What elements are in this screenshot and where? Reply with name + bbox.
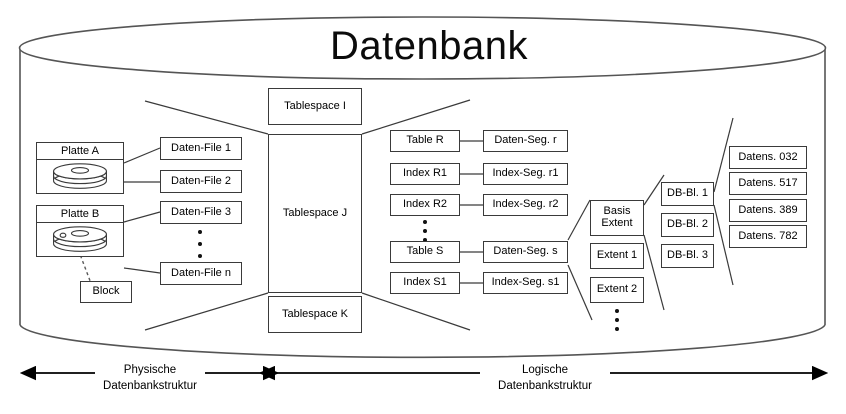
dbblock-box-1[interactable]: DB-Bl. 1 [661,182,714,206]
segment-box-daten-s[interactable]: Daten-Seg. s [483,241,568,263]
tablespace-box-i[interactable]: Tablespace I [268,88,362,125]
datafile-box-3[interactable]: Daten-File 3 [160,201,242,224]
datafile-ellipsis-dots [197,230,203,258]
record-box-389[interactable]: Datens. 389 [729,199,807,222]
segment-box-index-r2[interactable]: Index-Seg. r2 [483,194,568,216]
axis-label-logical-line1: Logische [521,364,569,376]
disk-platte-a[interactable]: Platte A [36,142,124,194]
connector-extents-to-dbblocks [643,174,665,311]
dbblock-box-2[interactable]: DB-Bl. 2 [661,213,714,237]
connector-dbblocks-to-records [713,117,734,286]
extent-box-basis[interactable]: Basis Extent [590,200,644,236]
connector-segment-to-extents [567,199,593,321]
datafile-box-n[interactable]: Daten-File n [160,262,242,285]
disk-stack-icon [52,163,108,189]
object-box-index-s1[interactable]: Index S1 [390,272,460,294]
extent-ellipsis-dots [614,309,620,331]
extent-basis-line1: Basis [603,205,631,218]
object-box-table-r[interactable]: Table R [390,130,460,152]
record-box-782[interactable]: Datens. 782 [729,225,807,248]
page-title: Datenbank [330,24,528,68]
block-box[interactable]: Block [80,281,132,303]
object-box-table-s[interactable]: Table S [390,241,460,263]
record-box-517[interactable]: Datens. 517 [729,172,807,195]
segment-box-index-s1[interactable]: Index-Seg. s1 [483,272,568,294]
dbblock-box-3[interactable]: DB-Bl. 3 [661,244,714,268]
tablespace-box-k[interactable]: Tablespace K [268,296,362,333]
connector-disks-to-datafiles [123,147,161,274]
connector-objects-to-segments [460,140,483,284]
connector-tablespace-to-objects [361,99,471,331]
disk-platte-b[interactable]: Platte B [36,205,124,257]
datafile-box-2[interactable]: Daten-File 2 [160,170,242,193]
axis-label-physical-line1: Physische [123,364,177,376]
axis-label-logical: Logische Datenbankstruktur [480,363,610,395]
extent-box-2[interactable]: Extent 2 [590,277,644,303]
segment-box-daten-r[interactable]: Daten-Seg. r [483,130,568,152]
disk-stack-icon [52,226,108,252]
object-ellipsis-dots [422,220,428,242]
object-box-index-r2[interactable]: Index R2 [390,194,460,216]
object-box-index-r1[interactable]: Index R1 [390,163,460,185]
record-box-032[interactable]: Datens. 032 [729,146,807,169]
axis-label-logical-line2: Datenbankstruktur [498,379,592,392]
axis-label-physical: Physische Datenbankstruktur [95,363,205,395]
axis-label-physical-line2: Datenbankstruktur [103,379,197,392]
connector-datafiles-to-tablespaces [144,100,269,331]
datafile-box-1[interactable]: Daten-File 1 [160,137,242,160]
extent-box-1[interactable]: Extent 1 [590,243,644,269]
extent-basis-line2: Extent [601,217,633,229]
disk-platte-a-label: Platte A [37,143,123,160]
tablespace-box-j[interactable]: Tablespace J [268,134,362,293]
segment-box-index-r1[interactable]: Index-Seg. r1 [483,163,568,185]
disk-platte-b-label: Platte B [37,206,123,223]
